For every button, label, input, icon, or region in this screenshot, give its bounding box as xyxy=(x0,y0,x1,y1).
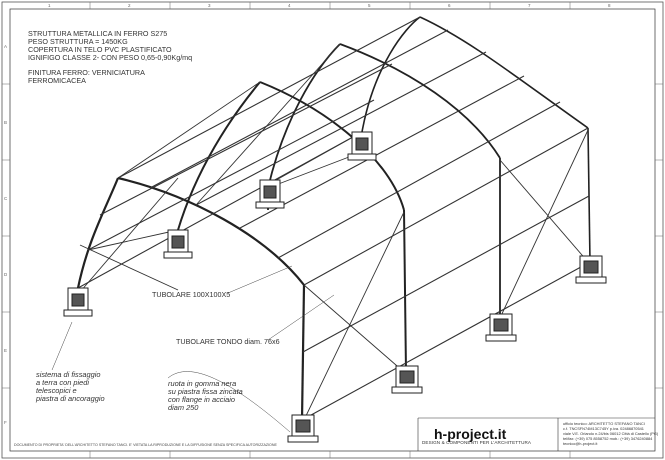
foot-rib4-right xyxy=(575,255,607,284)
rib-2 xyxy=(177,81,407,373)
foot-rib3-left xyxy=(255,179,285,209)
frame-col-ref: 4 xyxy=(288,3,291,8)
cross-bracing xyxy=(79,43,589,421)
purlins xyxy=(77,16,591,421)
office-line: viale V.E. Orlando n.24/bis 06012 Città … xyxy=(563,431,659,436)
note-anchoring: sistema di fissaggio xyxy=(36,370,101,379)
finish-line: FERROMICACEA xyxy=(28,76,86,85)
frame-col-ref: 6 xyxy=(448,3,451,8)
base-feet xyxy=(63,131,607,443)
office-line: ufficio tecnico: ARCHITETTO STEFANO TANC… xyxy=(563,421,645,426)
frame-col-ref: 8 xyxy=(608,3,611,8)
spec-line: IGNIFIGO CLASSE 2- CON PESO 0,65-0,90Kg/… xyxy=(28,53,193,62)
leader-lines xyxy=(51,265,335,433)
frame-row-ref: B xyxy=(4,120,8,125)
frame-row-ref: A xyxy=(4,44,8,49)
frame-row-ref: D xyxy=(4,272,8,277)
callout-tubolare-round: TUBOLARE TONDO diam. 76x6 xyxy=(176,337,280,346)
note-wheel: ruota in gomma nera xyxy=(168,379,237,388)
foot-rib2-left xyxy=(163,229,193,259)
frame-row-ref: C xyxy=(4,196,8,201)
rib-1-front xyxy=(76,176,306,421)
note-anchoring: piastra di ancoraggio xyxy=(36,394,105,403)
ownership-disclaimer: DOCUMENTO DI PROPRIETA' DELL'ARCHITETTO … xyxy=(14,443,277,447)
title-block xyxy=(417,417,655,451)
spec-line: STRUTTURA METALLICA IN FERRO S275 xyxy=(28,29,168,38)
frame-col-ref: 1 xyxy=(48,3,51,8)
frame-col-ref: 5 xyxy=(368,3,371,8)
office-line: tecnico@h-project.it xyxy=(563,441,598,446)
frame-col-ref: 7 xyxy=(528,3,531,8)
note-anchoring: telescopici e xyxy=(36,386,77,395)
note-wheel: su piastra fissa zincata xyxy=(168,387,243,396)
foot-rib2-right xyxy=(391,365,423,394)
sheet-inner-border xyxy=(9,8,656,452)
foot-front-right xyxy=(287,414,319,443)
note-wheel: diam 250 xyxy=(168,403,199,412)
callout-tubolare-square: TUBOLARE 100X100X5 xyxy=(152,290,231,299)
spec-line: COPERTURA IN TELO PVC PLASTIFICATO xyxy=(28,45,172,54)
frame-row-ref: F xyxy=(4,420,7,425)
spec-line: PESO STRUTTURA = 1450KG xyxy=(28,37,128,46)
brand-logo-text: h-project.it xyxy=(434,426,507,442)
note-wheel: con flange in acciaio xyxy=(168,395,235,404)
foot-front-left xyxy=(63,287,93,317)
brand-tagline: DESIGN & COMPONENTI PER L'ARCHITETTURA xyxy=(422,440,532,445)
foot-rib3-right xyxy=(485,313,517,342)
foot-rib4-left xyxy=(347,131,377,161)
frame-row-ref: E xyxy=(4,348,8,353)
finish-line: FINITURA FERRO: VERNICIATURA xyxy=(28,68,145,77)
frame-col-ref: 3 xyxy=(208,3,211,8)
note-anchoring: a terra con piedi xyxy=(36,378,89,387)
office-line: c.f. TNCSFN74M13C745Y p.iva. 02486870541 xyxy=(563,426,644,431)
frame-col-ref: 2 xyxy=(128,3,131,8)
office-line: tel/fax: (+39) 075 8558752 mob.: (+39) 3… xyxy=(563,436,653,441)
